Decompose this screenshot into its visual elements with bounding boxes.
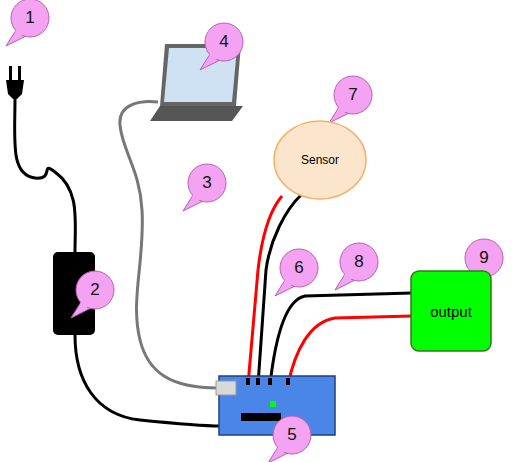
- callout-number: 7: [338, 85, 368, 105]
- sensor-circle: Sensor: [273, 120, 367, 200]
- callout-number: 3: [192, 173, 222, 193]
- usb-cable: [120, 102, 218, 388]
- power-cable: [75, 335, 220, 426]
- callout-bubble: [268, 416, 311, 462]
- callout-bubble: [6, 0, 49, 46]
- callout-number: 1: [15, 8, 45, 28]
- plug: [6, 66, 24, 99]
- callout-bubble: [329, 76, 372, 123]
- node-label: Sensor: [301, 153, 339, 167]
- callout-number: 2: [80, 280, 110, 300]
- callout-bubble: [183, 164, 226, 211]
- power-cable: [15, 98, 76, 252]
- callout-number: 4: [209, 32, 239, 52]
- node-label: output: [430, 303, 472, 320]
- output-wire: [288, 316, 412, 385]
- callout-bubble: [275, 249, 318, 296]
- output-box: output: [410, 270, 492, 352]
- callout-bubble: [71, 271, 114, 318]
- callout-number: 9: [469, 248, 499, 268]
- callout-number: 5: [277, 425, 307, 445]
- callout-number: 6: [284, 258, 314, 278]
- callout-bubble: [335, 243, 378, 290]
- callout-number: 8: [344, 252, 374, 272]
- callout-bubble: [200, 23, 243, 70]
- output-wire: [270, 293, 412, 385]
